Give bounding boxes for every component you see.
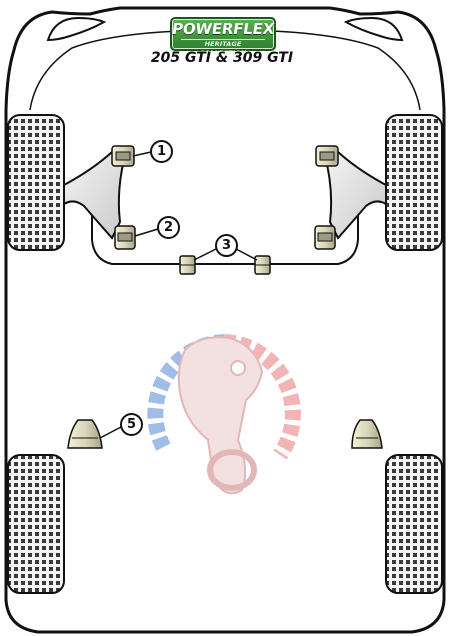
anti-roll-bar-right-bush (254, 255, 271, 275)
anti-roll-bar-left-bush (179, 255, 196, 275)
watermark-bottom-ring (207, 449, 257, 491)
callout-1: 1 (150, 140, 173, 163)
callout-2: 2 (157, 216, 180, 239)
model-title: 205 GTI & 309 GTI (150, 50, 294, 66)
front-right-tyre (385, 114, 443, 251)
front-right-lower-bush (314, 225, 336, 250)
leader-line-2 (134, 228, 159, 237)
rear-right-mount-bush (351, 419, 383, 449)
rear-right-tyre (385, 454, 443, 594)
watermark-eye (230, 360, 246, 376)
leader-line-3-left (193, 248, 217, 261)
watermark-logo (147, 334, 301, 495)
front-right-upper-bush (315, 145, 339, 167)
right-windscreen-corner (343, 16, 404, 42)
logo-subtitle-text: HERITAGE COLLECTION (181, 39, 265, 58)
front-left-lower-bush (114, 225, 136, 250)
rear-left-tyre (7, 454, 65, 594)
leader-line-3-right (235, 248, 258, 261)
leader-line-5 (99, 426, 122, 439)
callout-5: 5 (120, 413, 143, 436)
leader-line-1 (132, 151, 152, 157)
car-body-outline (4, 6, 446, 634)
logo-brand-text: POWERFLEX (170, 20, 276, 38)
anti-roll-bar (91, 212, 359, 265)
right-wishbone (322, 151, 387, 240)
front-left-upper-bush (111, 145, 135, 167)
front-left-tyre (7, 114, 65, 251)
powerflex-logo: POWERFLEX HERITAGE COLLECTION (170, 17, 276, 57)
left-windscreen-corner (46, 16, 107, 42)
left-wishbone (63, 151, 128, 240)
callout-3: 3 (215, 234, 238, 257)
rear-left-mount-bush (67, 419, 103, 449)
